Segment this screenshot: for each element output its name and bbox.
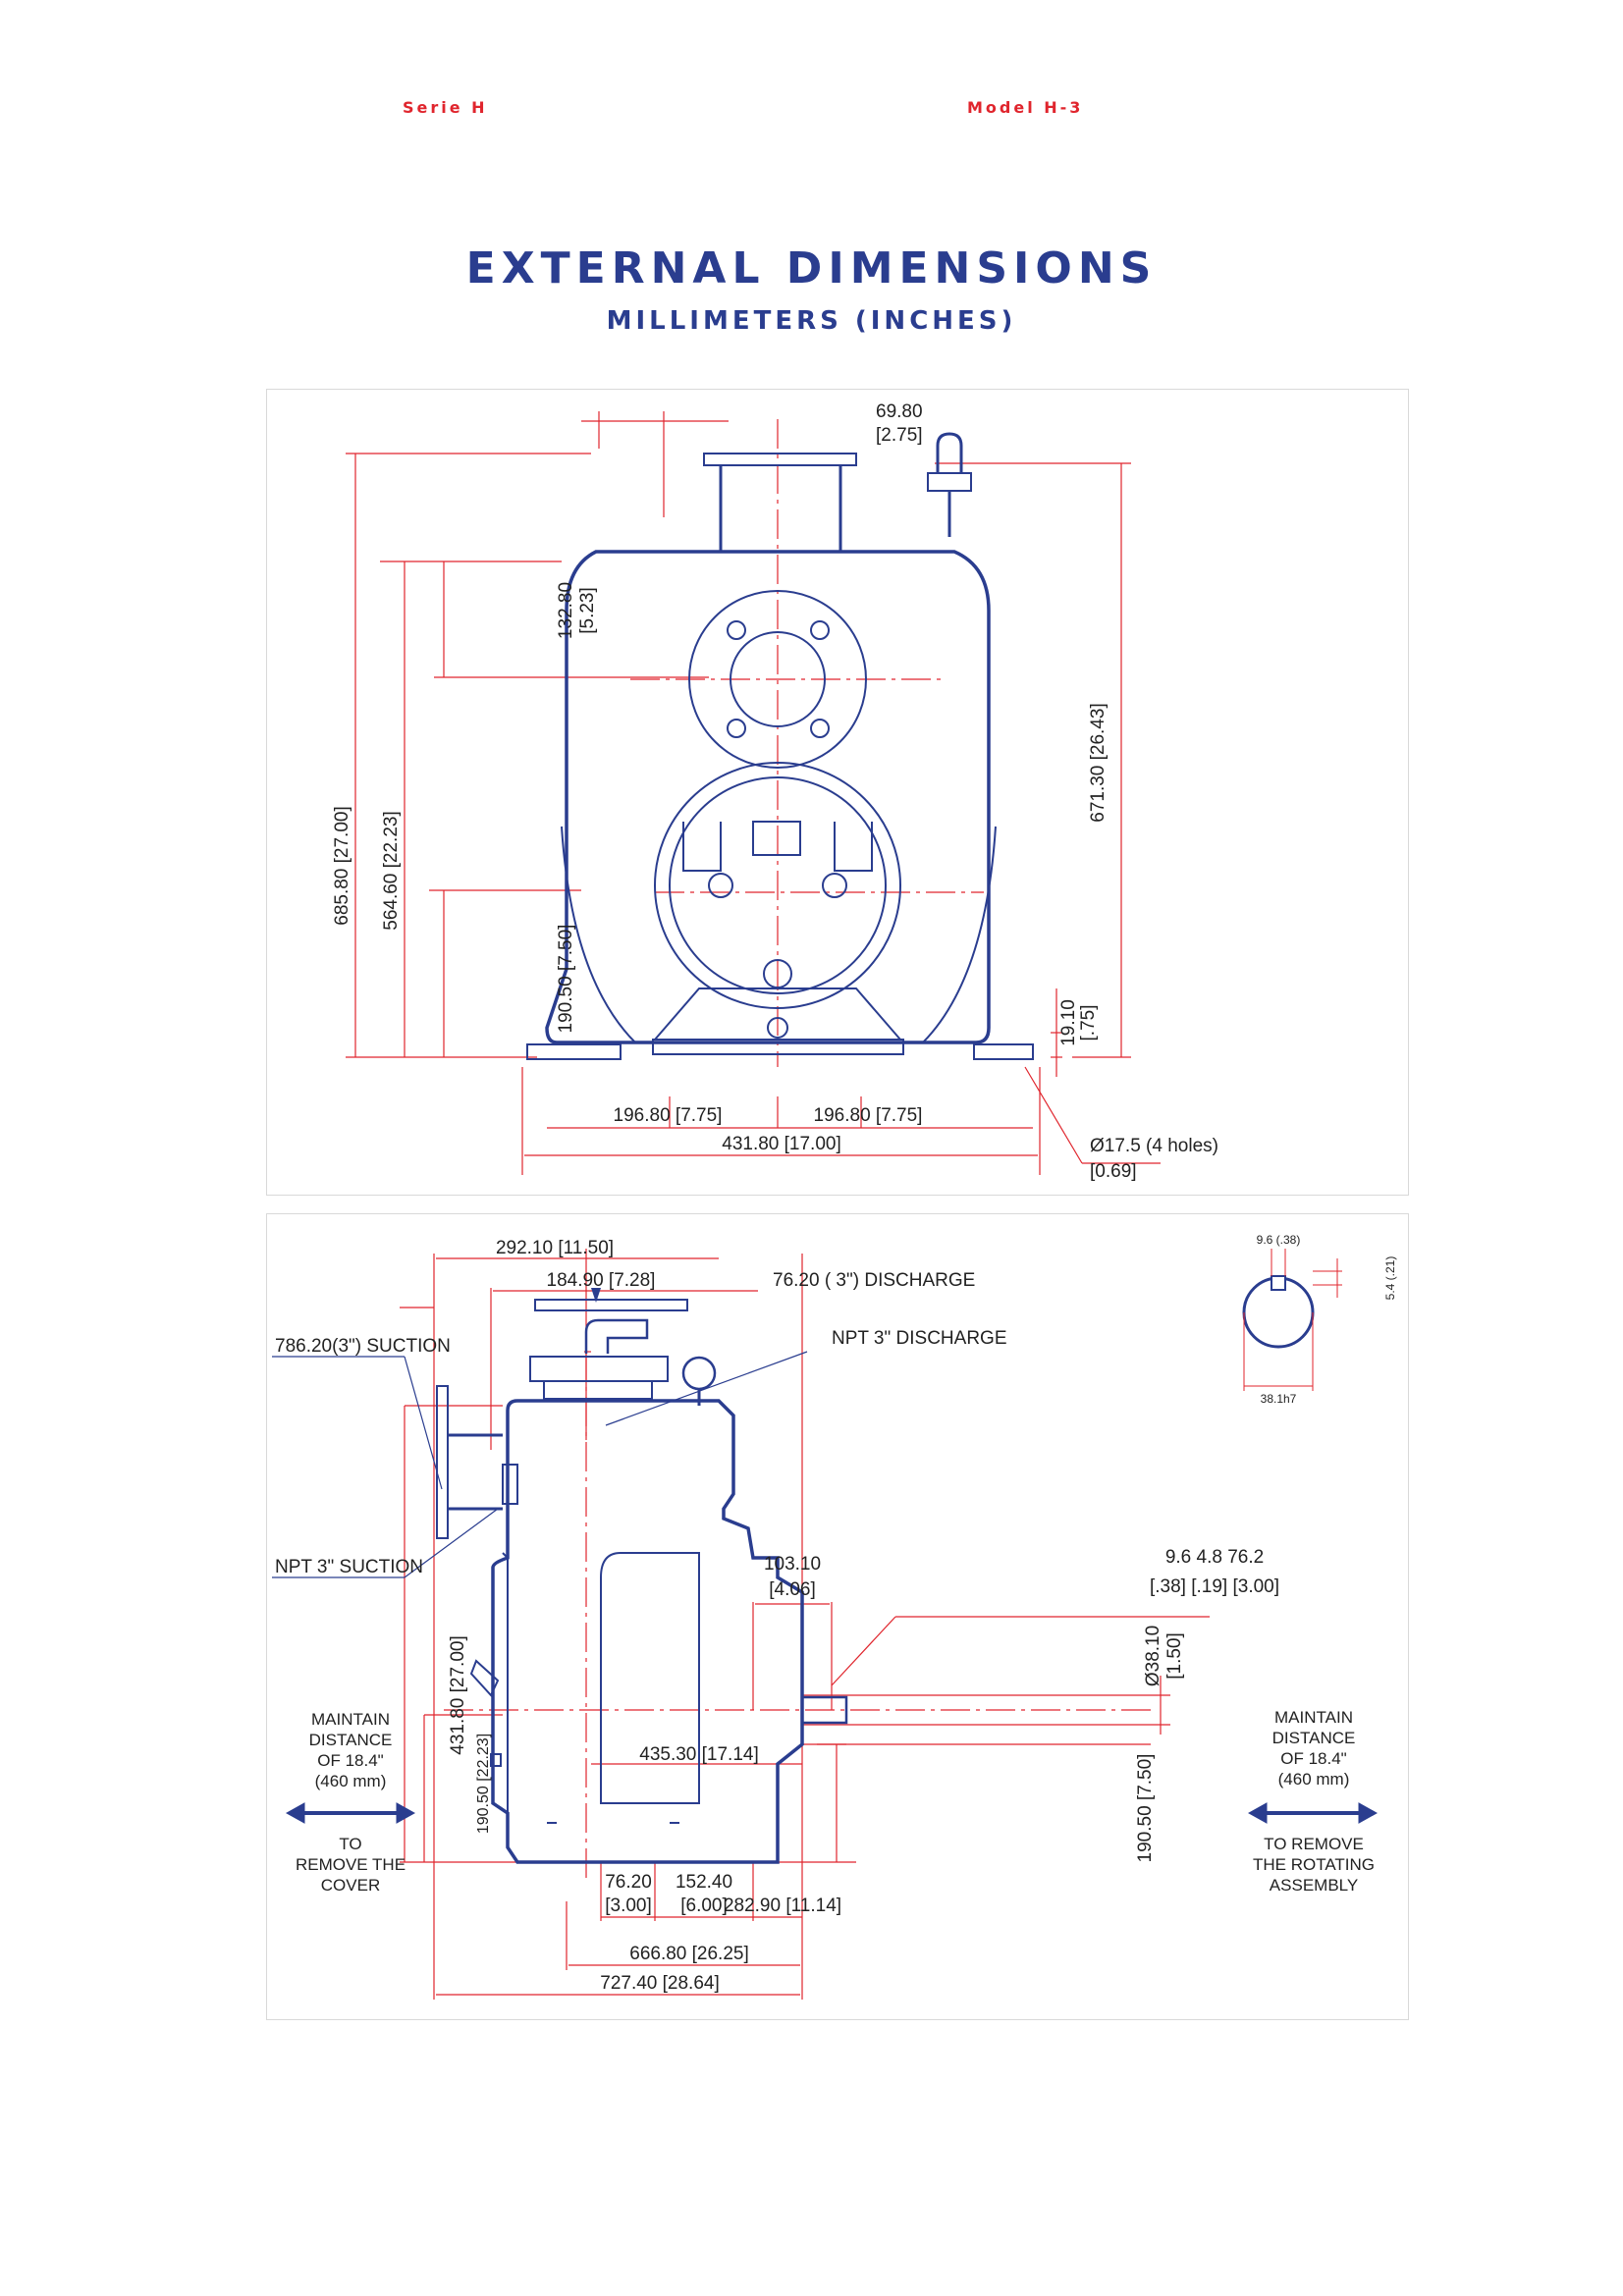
dim-base-width: 431.80 [17.00] <box>722 1134 841 1154</box>
dim-foot-2: [.75] <box>1078 1005 1099 1041</box>
maintain-left-purpose-1: TO <box>339 1835 361 1853</box>
key-dims-1: 9.6 4.8 76.2 <box>1165 1547 1264 1568</box>
keyway-detail <box>1242 1249 1342 1391</box>
dim-666: 666.80 [26.25] <box>629 1944 749 1964</box>
keyway-width: 9.6 (.38) <box>1257 1233 1301 1247</box>
maintain-right-purpose-2: THE ROTATING <box>1253 1855 1375 1874</box>
dim-holes-1: Ø17.5 (4 holes) <box>1090 1136 1218 1156</box>
dim-282: 282.90 [11.14] <box>724 1896 841 1916</box>
model-label: Model H-3 <box>967 98 1084 117</box>
suction-flange-label: 786.20(3") SUCTION <box>275 1336 451 1357</box>
page-subtitle: MILLIMETERS (INCHES) <box>606 306 1017 336</box>
front-view-panel: 69.80 [2.75] 685.80 [27.00] 564.60 [22.2… <box>266 389 1409 1196</box>
maintain-left-1: MAINTAIN <box>311 1710 390 1729</box>
front-dimension-lines <box>346 411 1161 1175</box>
front-dimension-texts: 69.80 [2.75] 685.80 [27.00] 564.60 [22.2… <box>332 401 1218 1182</box>
dim-103-2: [4.06] <box>769 1579 816 1600</box>
maintain-right-purpose-3: ASSEMBLY <box>1270 1876 1358 1895</box>
dim-shaft-1: Ø38.10 <box>1143 1626 1163 1686</box>
dim-holes-2: [0.69] <box>1090 1161 1137 1182</box>
side-pump-outline <box>436 1299 848 1864</box>
dim-727: 727.40 [28.64] <box>600 1973 720 1994</box>
dim-half-right: 196.80 [7.75] <box>814 1105 923 1126</box>
dim-top-2: [2.75] <box>876 425 923 446</box>
maintain-right-4: (460 mm) <box>1278 1770 1350 1789</box>
dim-half-left: 196.80 [7.75] <box>614 1105 723 1126</box>
npt-discharge-label: NPT 3" DISCHARGE <box>832 1328 1007 1349</box>
side-dimension-lines <box>400 1249 1210 2000</box>
maintain-right-1: MAINTAIN <box>1274 1708 1353 1727</box>
side-view-panel: 292.10 [11.50] 184.90 [7.28] 76.20 ( 3")… <box>266 1213 1409 2020</box>
maintain-left-4: (460 mm) <box>315 1772 387 1790</box>
dim-76-1: 76.20 <box>605 1872 652 1893</box>
dim-shaft-2: [1.50] <box>1164 1632 1185 1680</box>
dim-foot-1: 19.10 <box>1058 999 1079 1046</box>
dim-right-height: 671.30 [26.43] <box>1088 703 1109 823</box>
dim-top-offset-2: [5.23] <box>577 587 598 634</box>
maintain-left-2: DISTANCE <box>309 1731 393 1749</box>
page-title: EXTERNAL DIMENSIONS <box>465 243 1158 294</box>
dim-103-1: 103.10 <box>764 1554 821 1575</box>
dim-190-left: 190.50 [22.23] <box>475 1734 492 1834</box>
maintain-right-purpose-1: TO REMOVE <box>1264 1835 1364 1853</box>
dim-body-height: 564.60 [22.23] <box>381 811 402 931</box>
label-leaders <box>272 1288 808 1578</box>
maintain-left-3: OF 18.4" <box>317 1751 383 1770</box>
dim-76-2: [3.00] <box>605 1896 652 1916</box>
dim-152-1: 152.40 <box>676 1872 732 1893</box>
dim-190-right: 190.50 [7.50] <box>1135 1754 1156 1863</box>
side-view-drawing: 292.10 [11.50] 184.90 [7.28] 76.20 ( 3")… <box>272 1233 1397 2000</box>
dim-top-offset-1: 132.80 <box>556 582 576 639</box>
keyway-diameter: 38.1h7 <box>1261 1392 1297 1406</box>
discharge-flange-label: 76.20 ( 3") DISCHARGE <box>773 1270 975 1291</box>
maintain-right-2: DISTANCE <box>1272 1729 1356 1747</box>
front-pump-outline <box>526 432 1034 1060</box>
npt-suction-label: NPT 3" SUCTION <box>275 1557 423 1577</box>
dim-total-height: 685.80 [27.00] <box>332 806 352 926</box>
dim-435: 435.30 [17.14] <box>639 1744 759 1765</box>
dim-top-1: 69.80 <box>876 401 923 422</box>
dim-431: 431.80 [27.00] <box>448 1635 468 1755</box>
maintain-arrows <box>285 1802 1379 1824</box>
dim-base-height: 190.50 [7.50] <box>556 925 576 1034</box>
dim-184: 184.90 [7.28] <box>547 1270 656 1291</box>
front-view-drawing: 69.80 [2.75] 685.80 [27.00] 564.60 [22.2… <box>332 401 1218 1182</box>
series-label: Serie H <box>403 98 488 117</box>
dim-292: 292.10 [11.50] <box>496 1238 614 1258</box>
key-dims-2: [.38] [.19] [3.00] <box>1150 1576 1279 1597</box>
maintain-left-purpose-2: REMOVE THE <box>296 1855 406 1874</box>
dim-152-2: [6.00] <box>680 1896 728 1916</box>
maintain-right-3: OF 18.4" <box>1280 1749 1346 1768</box>
keyway-depth: 5.4 (.21) <box>1383 1256 1397 1301</box>
side-dimension-texts: 292.10 [11.50] 184.90 [7.28] 76.20 ( 3")… <box>275 1233 1397 1994</box>
maintain-left-purpose-3: COVER <box>321 1876 380 1895</box>
